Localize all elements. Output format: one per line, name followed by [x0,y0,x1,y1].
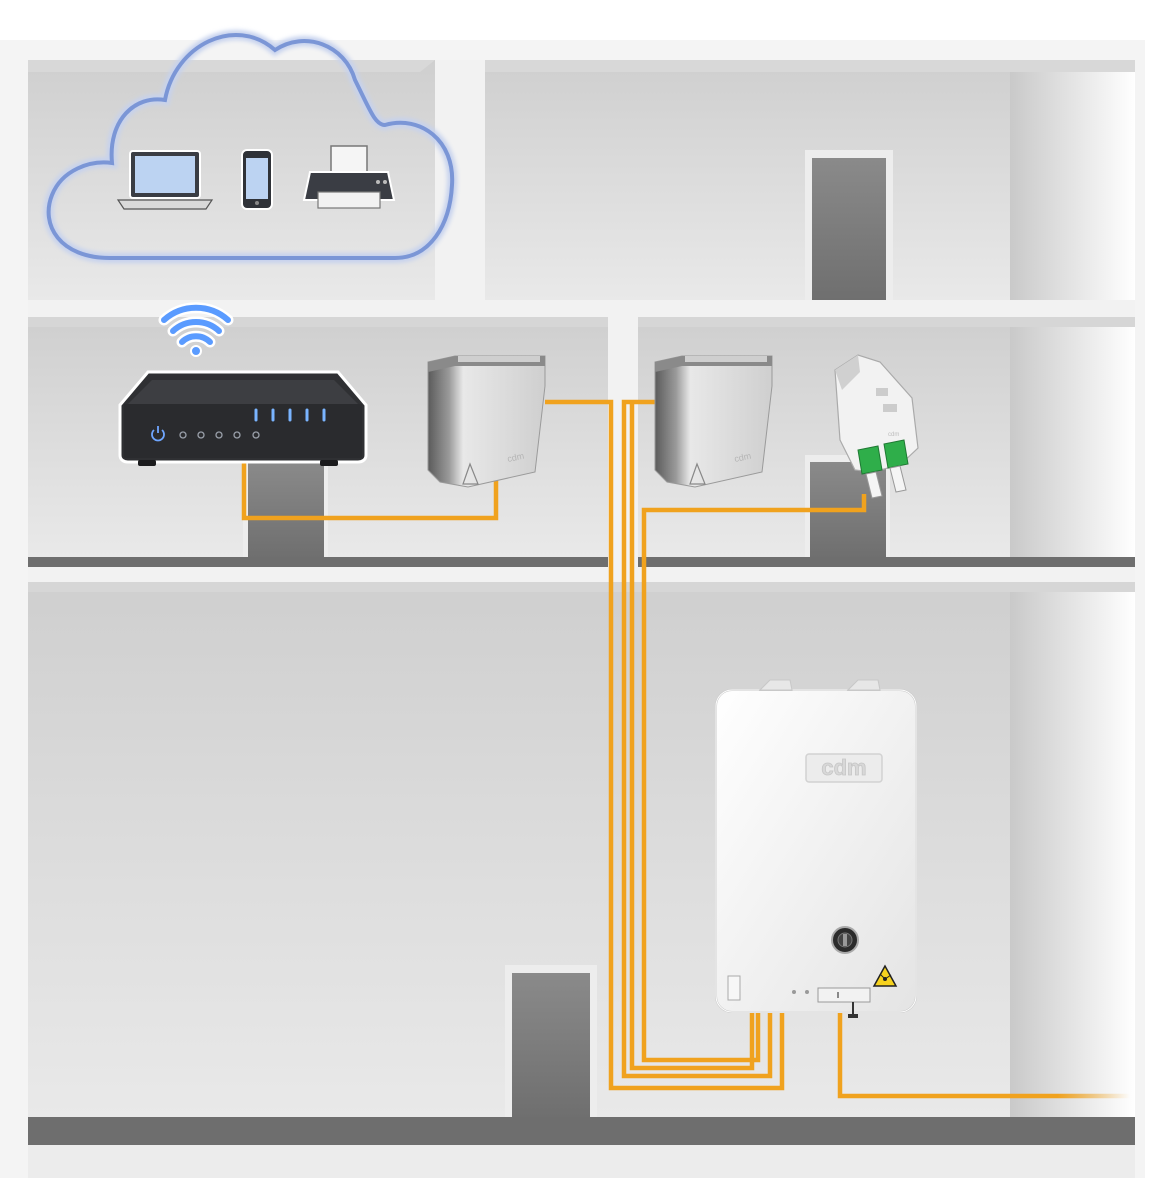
laser-warning-icon [872,964,898,987]
ground-floor-edge [28,1117,1135,1145]
ceiling-shade-top-left [28,60,435,72]
floor-edge-middle-right [638,557,1135,567]
fiber-optic-outlet: cdm [834,354,919,499]
ceiling-shade-middle-right [638,317,1135,327]
fiber-cables [241,399,1130,1099]
wifi-icon [158,302,234,357]
side-wall-ground [1010,582,1135,1117]
foundation [0,1145,1145,1178]
fiber-module-right-to-enclosure [621,399,773,1079]
ceiling-shade-ground [28,582,1135,592]
router-front-leds [179,431,260,439]
wifi-router [118,370,368,466]
room-top-right [485,60,1010,300]
lock-icon [831,926,859,954]
router-power-icon [151,426,165,442]
left-outer-wall [0,40,28,1178]
fiber-distribution-enclosure: cdm [715,679,917,1018]
ceiling-shade-top-right [485,60,1135,72]
module-right-logo: cdm [733,451,752,464]
side-wall-middle [1010,317,1135,557]
enclosure-logo: cdm [821,755,866,780]
outlet-logo: cdm [888,432,899,438]
door-ground [505,965,597,1117]
fiber-wall-module-left: cdm [427,355,546,488]
fiber-module-left-to-enclosure [545,399,785,1091]
fiber-router-to-module [241,462,499,521]
side-wall-top [1010,60,1135,300]
fiber-extra-loop [629,402,755,1071]
door-top [805,150,893,300]
ceiling-shade-middle-left [28,317,608,327]
roof-slab [0,40,1145,60]
fiber-outlet-to-enclosure [641,494,867,1063]
smartphone-icon [241,149,273,210]
laptop-icon [116,150,214,210]
door-middle-left [243,455,328,557]
cloud-icon [43,29,458,263]
green-sc-adapters [857,439,909,499]
partition-top [435,60,485,300]
fiber-outside-line [837,1012,1130,1099]
fiber-wall-module-right: cdm [654,355,773,488]
floor-edge-middle-left [28,557,608,567]
printer-icon [302,145,396,209]
building [0,40,1145,1178]
router-top-leds [254,408,326,422]
right-outer-wall [1135,40,1145,1178]
module-left-logo: cdm [506,451,525,464]
floor-slab-1 [0,300,1145,317]
